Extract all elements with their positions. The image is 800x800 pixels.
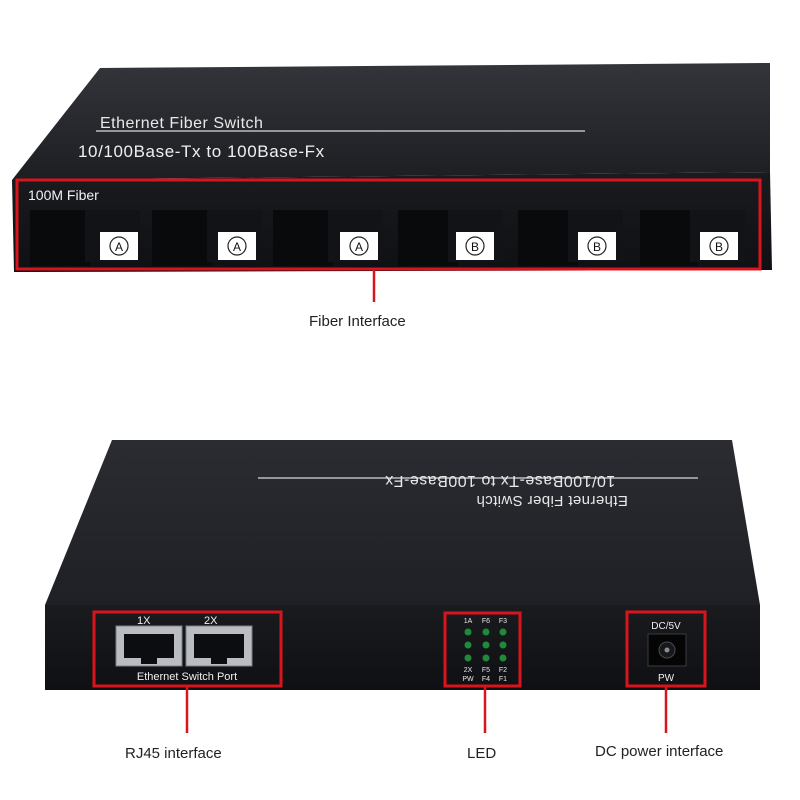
led-indicator xyxy=(464,654,472,662)
led-indicator xyxy=(482,654,490,662)
bottom-subtitle: 10/100Base-Tx to 100Base-Fx xyxy=(385,472,616,489)
bottom-switch: 10/100Base-Tx to 100Base-Fx Ethernet Fib… xyxy=(45,440,760,733)
top-subtitle: 10/100Base-Tx to 100Base-Fx xyxy=(78,142,325,161)
fiber-interface-label: Fiber Interface xyxy=(309,313,406,330)
port-letter: A xyxy=(115,240,123,254)
fiber-port[interactable]: B xyxy=(398,210,503,266)
top-title: Ethernet Fiber Switch xyxy=(100,115,263,132)
port-letter: B xyxy=(715,240,723,254)
led-label: F3 xyxy=(499,618,507,625)
rj45-label-2x: 2X xyxy=(204,615,218,627)
fiber-port[interactable]: B xyxy=(640,210,745,266)
fiber-port[interactable]: A xyxy=(152,210,262,266)
rj45-port[interactable] xyxy=(185,625,253,667)
dc-bottom-label: PW xyxy=(658,673,675,684)
fiber-port[interactable]: B xyxy=(518,210,623,266)
led-label: F2 xyxy=(499,667,507,674)
led-label: F4 xyxy=(482,676,490,683)
led-indicator xyxy=(499,654,507,662)
led-label: 1A xyxy=(464,618,473,625)
led-label: PW xyxy=(462,676,474,683)
dc-jack[interactable] xyxy=(647,633,687,667)
fiber-port-highlight xyxy=(15,178,762,271)
led-label: F1 xyxy=(499,676,507,683)
rj45-port[interactable] xyxy=(115,625,183,667)
led-indicator xyxy=(464,641,472,649)
led-indicator xyxy=(482,628,490,636)
fiber-port[interactable]: A xyxy=(273,210,383,266)
fiber-ports: A A A B xyxy=(30,210,745,266)
rj45-label-1x: 1X xyxy=(137,615,151,627)
led-panel: 1A F6 F3 2X F5 F2 PW F4 F1 xyxy=(462,618,507,683)
led-label-caption: LED xyxy=(467,745,497,762)
top-switch: Ethernet Fiber Switch 10/100Base-Tx to 1… xyxy=(12,63,772,302)
port-letter: A xyxy=(233,240,241,254)
dc-power-label: DC power interface xyxy=(595,743,724,760)
led-indicator xyxy=(464,628,472,636)
dc-top-label: DC/5V xyxy=(651,621,681,632)
led-indicator xyxy=(499,628,507,636)
port-letter: A xyxy=(355,240,363,254)
rj45-caption: Ethernet Switch Port xyxy=(137,671,237,683)
bottom-title: Ethernet Fiber Switch xyxy=(476,492,628,509)
port-letter: B xyxy=(471,240,479,254)
led-label: F6 xyxy=(482,618,490,625)
led-highlight xyxy=(443,611,522,688)
led-indicator xyxy=(499,641,507,649)
fiber-heading: 100M Fiber xyxy=(28,187,99,203)
led-label: F5 xyxy=(482,667,490,674)
led-label: 2X xyxy=(464,667,473,674)
led-indicator xyxy=(482,641,490,649)
port-letter: B xyxy=(593,240,601,254)
fiber-port[interactable]: A xyxy=(30,210,140,266)
rj45-interface-label: RJ45 interface xyxy=(125,745,222,762)
